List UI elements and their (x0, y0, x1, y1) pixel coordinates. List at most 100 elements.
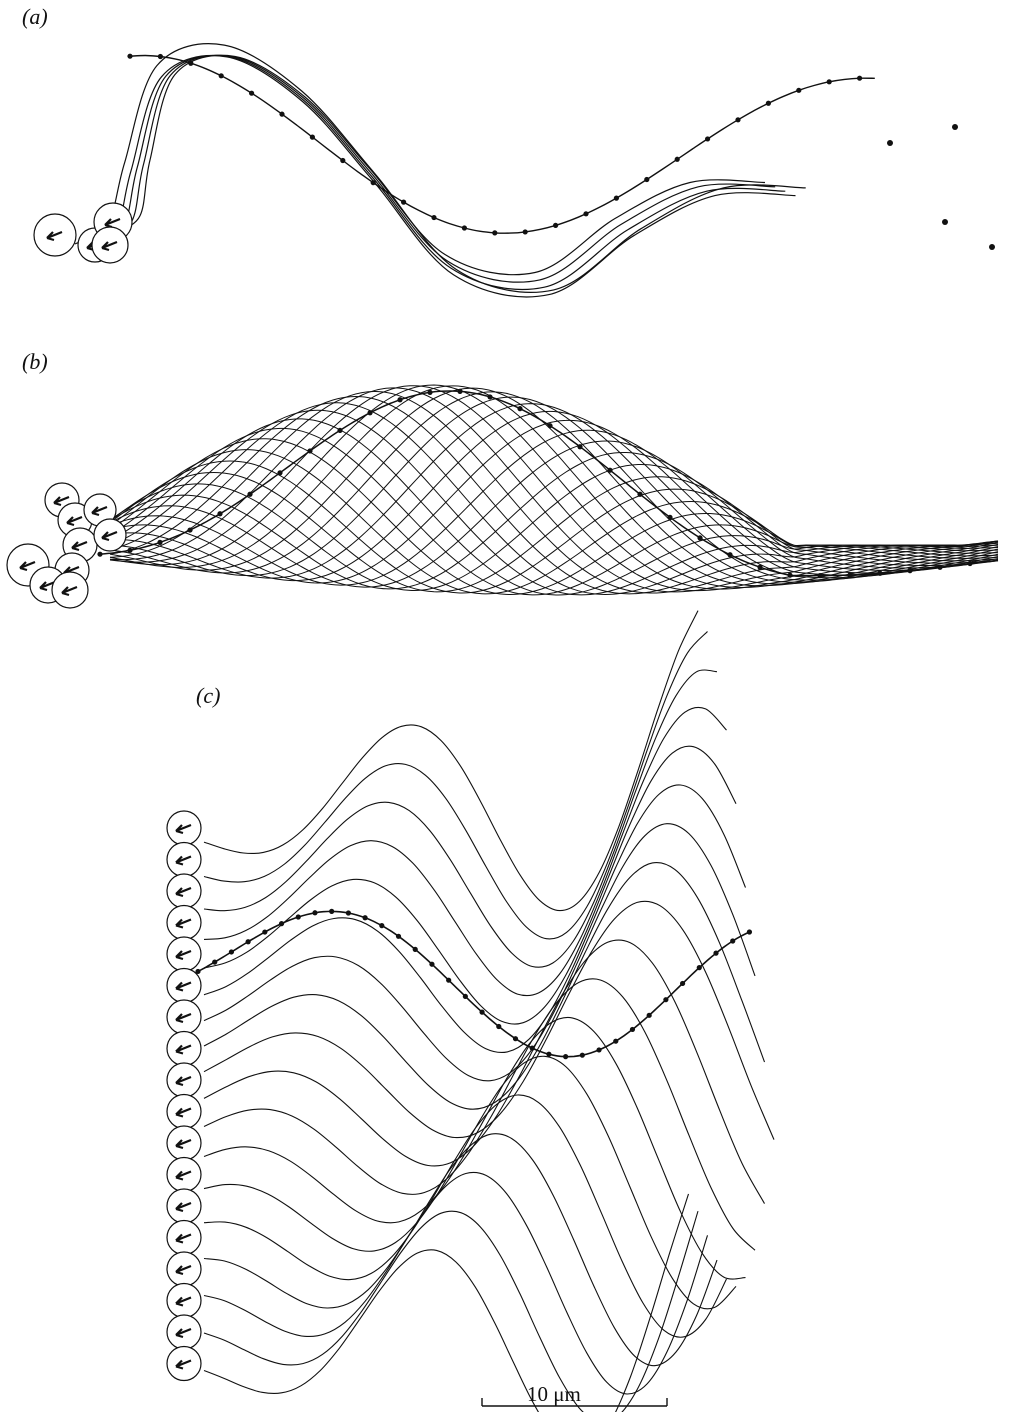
panel-c-track-dot (496, 1024, 501, 1029)
panel-c-track-dot (513, 1036, 518, 1041)
panel-a-track-dot (219, 73, 224, 78)
panel-c-drawing (167, 611, 774, 1412)
panel-a-track-dot (583, 211, 588, 216)
panel-a-track-dot (431, 215, 436, 220)
panel-c-track-dot (563, 1054, 568, 1059)
panel-c-track-dot (546, 1052, 551, 1057)
panel-c-track-dot (329, 909, 334, 914)
panel-c-waveform (204, 1134, 717, 1366)
panel-c-track-dot (413, 947, 418, 952)
panel-c-track-dot (479, 1010, 484, 1015)
panel-c-track-dot (279, 921, 284, 926)
panel-c-track-dot (747, 929, 752, 934)
panel-c-waveform (204, 901, 774, 1139)
panel-b-track-dot (727, 552, 732, 557)
panel-b-waveform (110, 404, 998, 580)
panel-b-track-dot (607, 468, 612, 473)
panel-c-waveform (204, 979, 755, 1250)
panel-c-waveform (204, 785, 746, 1053)
panel-b-track-dot (307, 448, 312, 453)
panel-b-track-dot (637, 492, 642, 497)
panel-b-track-dot (577, 444, 582, 449)
panel-b-track-dot (157, 540, 162, 545)
panel-a-track-dot (614, 196, 619, 201)
panel-b-waveform (110, 386, 998, 588)
panel-c-track-dot (429, 962, 434, 967)
panel-c-track-dot (229, 949, 234, 954)
panel-a-trajectory (130, 56, 875, 234)
panel-a-track-dot (340, 158, 345, 163)
panel-a-track-dot (675, 157, 680, 162)
panel-c-track-dot (596, 1047, 601, 1052)
panel-b-track-dot (217, 511, 222, 516)
panel-a-track-dot (188, 61, 193, 66)
panel-c-track-dot (663, 997, 668, 1002)
panel-a-track-dot (705, 136, 710, 141)
panel-b-track-dot (127, 548, 132, 553)
panel-b-track-dot (847, 572, 852, 577)
panel-b-track-dot (697, 535, 702, 540)
panel-c-track-dot (246, 939, 251, 944)
panel-b-track-dot (757, 565, 762, 570)
panel-c-waveform (204, 632, 708, 939)
panel-a-track-dot (462, 225, 467, 230)
panel-c-track-dot (647, 1013, 652, 1018)
panel-b-track-dot (97, 552, 102, 557)
panel-b-track-dot (817, 573, 822, 578)
panel-c-track-dot (530, 1046, 535, 1051)
panel-a-track-dot (492, 230, 497, 235)
panel-c-track-dot (396, 934, 401, 939)
panel-b-track-dot (397, 397, 402, 402)
panel-b-track-dot (667, 515, 672, 520)
panel-a-track-dot (158, 54, 163, 59)
panel-c-waveform (204, 1017, 746, 1279)
panel-b-track-dot (427, 390, 432, 395)
panel-a-waveform (105, 55, 775, 282)
panel-a-stray-dot (887, 140, 893, 146)
panel-a-track-dot (796, 88, 801, 93)
panel-a-track-dot (401, 200, 406, 205)
panel-c-track-dot (212, 959, 217, 964)
panel-c-track-dot (379, 923, 384, 928)
panel-b-track-dot (367, 410, 372, 415)
panel-c-track-dot (730, 938, 735, 943)
panel-a-stray-dot (952, 124, 958, 130)
panel-c-track-dot (713, 951, 718, 956)
panel-a-track-dot (310, 135, 315, 140)
panel-a-waveform (95, 55, 785, 289)
panel-a-track-dot (371, 180, 376, 185)
panel-c-track-dot (346, 910, 351, 915)
panel-a-track-dot (735, 117, 740, 122)
panel-c-waveform (204, 1056, 736, 1309)
panel-a-track-dot (249, 91, 254, 96)
panel-b-track-dot (487, 394, 492, 399)
panel-b-track-dot (787, 573, 792, 578)
panel-c-waveform (204, 1211, 698, 1412)
panel-c-track-dot (195, 969, 200, 974)
panel-b-track-dot (277, 470, 282, 475)
panel-a-track-dot (279, 112, 284, 117)
panel-c-track-dot (630, 1027, 635, 1032)
panel-b-track-dot (247, 492, 252, 497)
panel-a-track-dot (857, 76, 862, 81)
panel-c-track-dot (446, 978, 451, 983)
panel-b-drawing (7, 385, 998, 608)
panel-c-waveform (204, 940, 765, 1204)
panel-a-track-dot (523, 229, 528, 234)
panel-c-track-dot (463, 994, 468, 999)
panel-c-waveform (204, 1194, 689, 1412)
panel-c-waveform (204, 707, 727, 995)
panel-b-track-dot (937, 565, 942, 570)
panel-b-track-dot (547, 423, 552, 428)
panel-c-waveform (204, 1095, 727, 1337)
panel-c-track-dot (363, 915, 368, 920)
panel-b-track-dot (877, 571, 882, 576)
panel-b-track-dot (517, 406, 522, 411)
panel-a-track-dot (644, 177, 649, 182)
panel-b-track-dot (967, 561, 972, 566)
panel-b-track-dot (907, 568, 912, 573)
panel-c-track-dot (697, 965, 702, 970)
panel-c-track-dot (262, 929, 267, 934)
panel-a-stray-dot (989, 244, 995, 250)
panel-c-track-dot (680, 981, 685, 986)
